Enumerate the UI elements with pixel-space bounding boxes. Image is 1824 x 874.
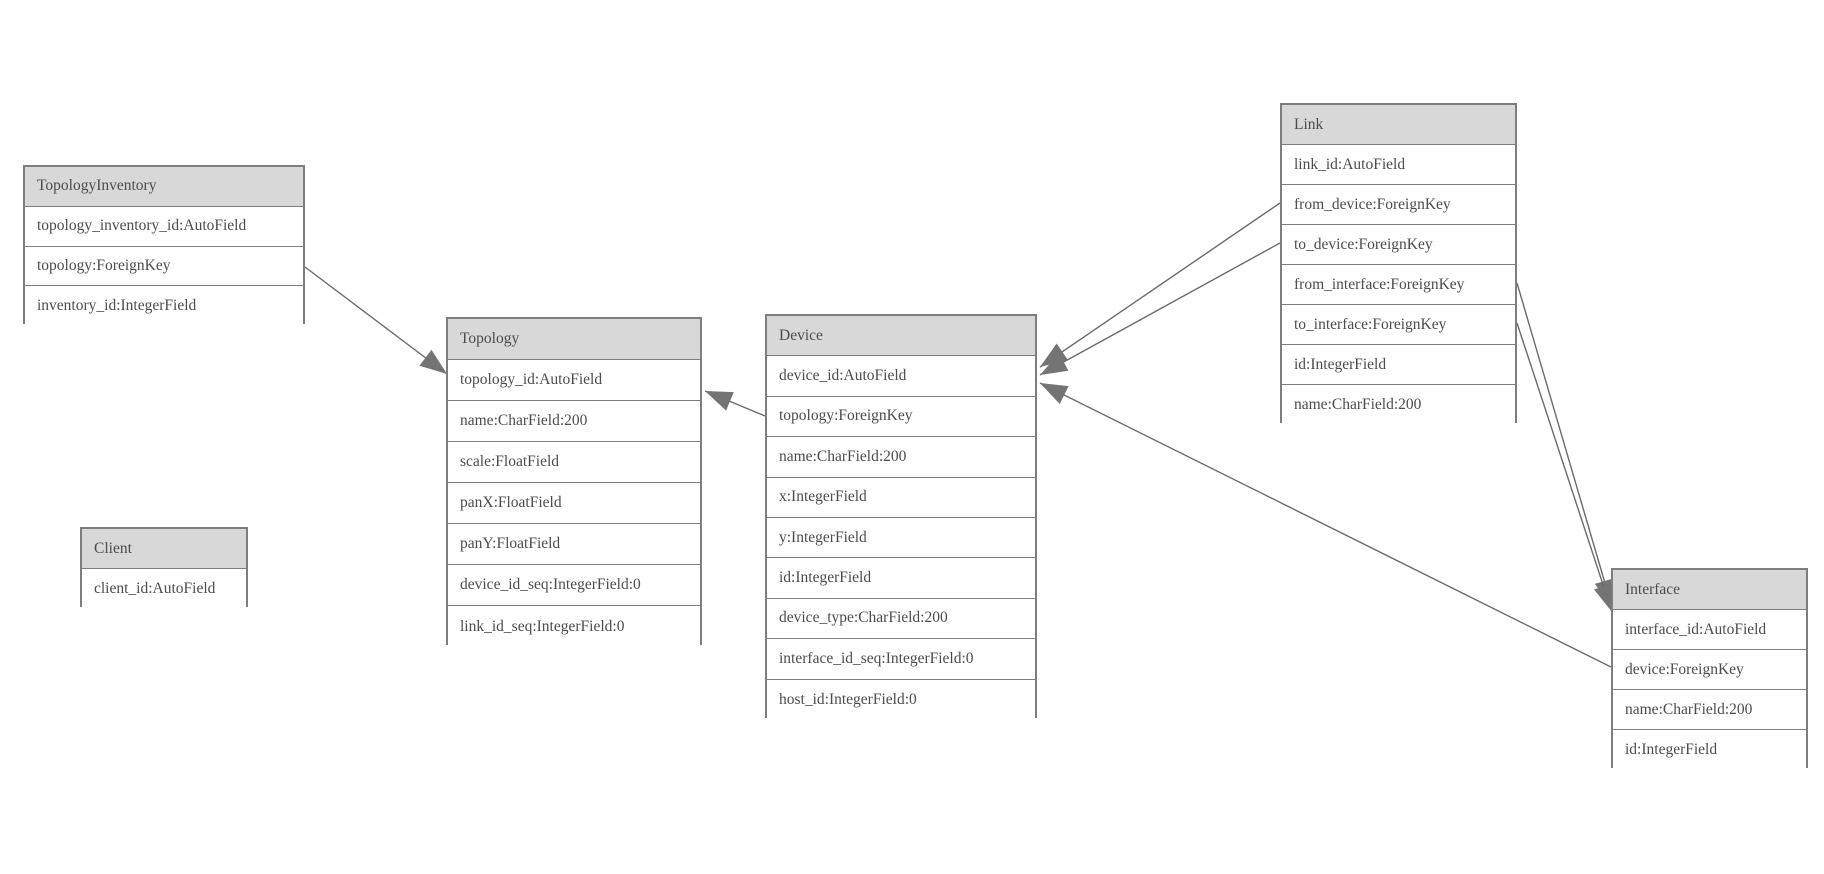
entity-title-client: Client	[82, 529, 246, 569]
arrowhead-icon	[419, 349, 447, 374]
relation-line-link-from-device	[1039, 202, 1281, 368]
entity-field-row: scale:FloatField	[448, 442, 700, 483]
entity-field-row: link_id_seq:IntegerField:0	[448, 606, 700, 647]
entity-field-row: interface_id_seq:IntegerField:0	[767, 639, 1035, 680]
entity-field-row: host_id:IntegerField:0	[767, 679, 1035, 720]
arrowhead-icon	[1594, 583, 1614, 612]
relation-line-interface-device	[1039, 382, 1612, 668]
arrowhead-icon	[705, 391, 734, 411]
entity-field-row: y:IntegerField	[767, 517, 1035, 559]
entity-field-row: device_id:AutoField	[767, 356, 1035, 397]
entity-field-row: link_id:AutoField	[1282, 145, 1515, 185]
entity-field-row: from_device:ForeignKey	[1282, 185, 1515, 225]
entity-field-row: x:IntegerField	[767, 477, 1035, 518]
entity-field-row: topology:ForeignKey	[767, 396, 1035, 438]
entity-field-row: to_interface:ForeignKey	[1282, 305, 1515, 345]
arrowhead-icon	[1040, 353, 1069, 375]
entity-field-row: name:CharField:200	[767, 437, 1035, 478]
entity-field-row: name:CharField:200	[1613, 690, 1806, 730]
entity-field-row: id:IntegerField	[767, 558, 1035, 599]
entity-field-row: name:CharField:200	[448, 401, 700, 442]
entity-title-interface: Interface	[1613, 570, 1806, 610]
entity-field-row: panX:FloatField	[448, 483, 700, 524]
entity-title-topology-inventory: TopologyInventory	[25, 167, 303, 207]
entity-field-row: id:IntegerField	[1613, 730, 1806, 770]
entity-field-row: client_id:AutoField	[82, 569, 246, 609]
entity-field-row: device_id_seq:IntegerField:0	[448, 565, 700, 606]
entity-field-row: device_type:CharField:200	[767, 598, 1035, 640]
entity-field-row: to_device:ForeignKey	[1282, 225, 1515, 265]
entity-field-row: interface_id:AutoField	[1613, 610, 1806, 650]
entity-field-row: panY:FloatField	[448, 524, 700, 565]
arrowhead-icon	[1040, 383, 1069, 404]
relation-line-link-to-interface	[1516, 322, 1613, 613]
entity-title-topology: Topology	[448, 319, 700, 360]
entity-field-row: topology_id:AutoField	[448, 360, 700, 401]
entity-title-link: Link	[1282, 105, 1515, 145]
entity-field-row: topology_inventory_id:AutoField	[25, 206, 303, 247]
entity-field-row: topology:ForeignKey	[25, 246, 303, 287]
relation-line-link-from-interface	[1516, 282, 1613, 608]
relation-line-link-to-device	[1039, 242, 1281, 376]
entity-field-row: device:ForeignKey	[1613, 650, 1806, 690]
entity-field-row: from_interface:ForeignKey	[1282, 265, 1515, 305]
entity-field-row: name:CharField:200	[1282, 385, 1515, 425]
entity-field-row: id:IntegerField	[1282, 345, 1515, 385]
entity-field-row: inventory_id:IntegerField	[25, 286, 303, 326]
relation-line-topologyinventory-topology	[304, 266, 448, 375]
entity-title-device: Device	[767, 316, 1035, 357]
